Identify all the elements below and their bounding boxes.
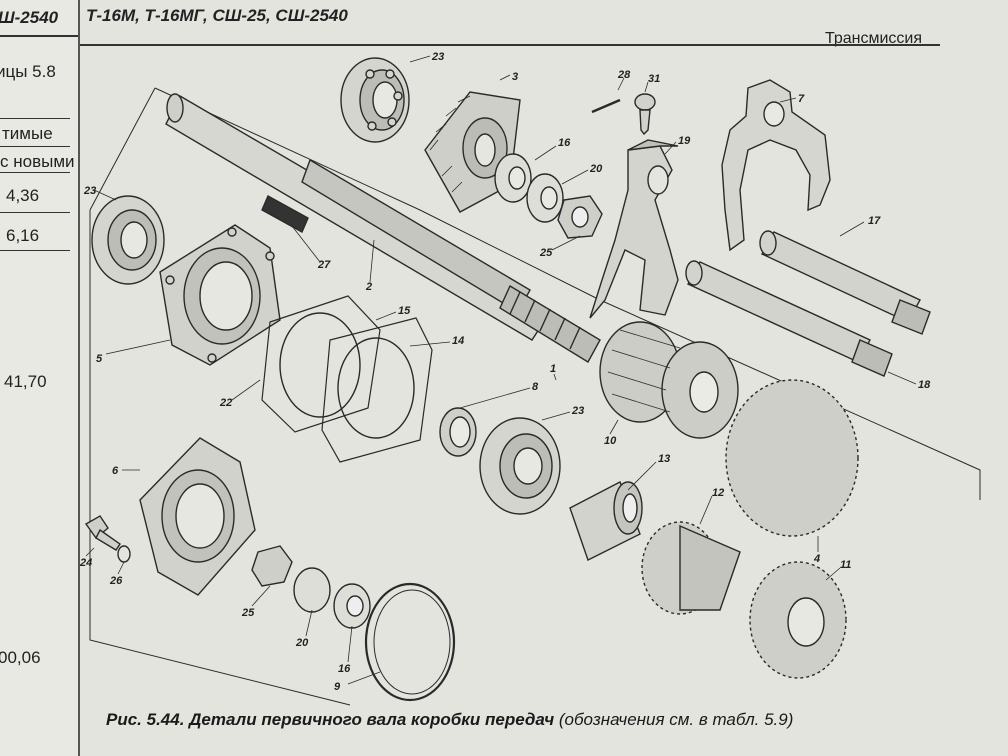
- nut-hole: [571, 206, 589, 228]
- part-label: 27: [317, 259, 331, 271]
- part-labels: 23 3 28 31 7 16 19 20 23 25 27 17 2 15 5…: [80, 51, 931, 693]
- lock-washer-hole: [540, 186, 558, 210]
- part-label: 16: [558, 137, 571, 149]
- part-label: 1: [550, 363, 556, 375]
- page-header-models: Т-16М, Т-16МГ, СШ-25, СШ-2540: [86, 6, 348, 25]
- spacer-sleeve: [569, 481, 643, 561]
- part-label: 24: [80, 557, 92, 569]
- part-label: 31: [648, 73, 660, 85]
- part-label: 13: [658, 453, 670, 465]
- part-label: 10: [604, 435, 617, 447]
- gasket-hole: [279, 312, 361, 418]
- assembly-frame: [89, 210, 351, 706]
- spring-pin: [591, 98, 621, 114]
- gear-medium: [749, 561, 847, 679]
- part-label: 9: [334, 681, 341, 693]
- header-rule: [80, 44, 940, 46]
- left-page-header: Ш-2540: [0, 8, 59, 27]
- left-table-ref: ицы 5.8: [0, 62, 56, 81]
- shift-fork-large: [721, 79, 831, 252]
- left-page: Ш-2540 ицы 5.8 тимые с новыми 4,36 6,16 …: [0, 0, 80, 756]
- gear-large: [725, 379, 859, 537]
- left-value: 6,16: [6, 226, 40, 245]
- bearing: [91, 195, 165, 285]
- left-table-rule: [0, 212, 70, 213]
- end-cover: [139, 437, 256, 596]
- gear-small: [641, 521, 741, 615]
- exploded-view-drawing: 23 3 28 31 7 16 19 20 23 25 27 17 2 15 5…: [80, 51, 981, 706]
- stopper-bolt: [634, 93, 656, 136]
- nut: [251, 545, 293, 587]
- part-label: 26: [109, 575, 123, 587]
- left-col-header-1: тимые: [2, 124, 53, 143]
- shift-fork-small: [589, 139, 679, 319]
- part-label: 23: [431, 51, 444, 63]
- shaft-key: [261, 195, 309, 233]
- part-label: 25: [539, 247, 553, 259]
- left-col-header-2: с новыми: [0, 152, 75, 171]
- part-label: 23: [571, 405, 584, 417]
- part-label: 20: [295, 637, 309, 649]
- part-label: 22: [219, 397, 232, 409]
- left-table-rule: [0, 172, 70, 173]
- part-label: 4: [813, 553, 820, 565]
- left-table-frame: [0, 118, 70, 259]
- caption-reference: (обозначения см. в табл. 5.9): [558, 710, 794, 729]
- part-label: 23: [83, 185, 96, 197]
- part-label: 25: [241, 607, 255, 619]
- o-ring: [373, 589, 451, 695]
- left-header-rule: [0, 35, 78, 37]
- part-label: 19: [678, 135, 691, 147]
- left-table-rule: [0, 250, 70, 251]
- o-ring: [364, 582, 456, 702]
- part-label: 16: [338, 663, 351, 675]
- gasket: [321, 317, 433, 463]
- gasket: [261, 295, 381, 433]
- part-label: 20: [589, 163, 603, 175]
- part-label: 3: [512, 71, 518, 83]
- left-value: 00,06: [0, 648, 41, 667]
- figure-caption: Рис. 5.44. Детали первичного вала коробк…: [106, 710, 793, 730]
- caption-title: Рис. 5.44. Детали первичного вала коробк…: [106, 710, 555, 729]
- spring-washer: [117, 545, 131, 563]
- part-label: 6: [112, 465, 119, 477]
- shift-rod: [759, 230, 931, 335]
- part-label: 18: [918, 379, 931, 391]
- part-label: 8: [532, 381, 539, 393]
- left-value: 4,36: [6, 186, 40, 205]
- shift-rod: [685, 260, 893, 377]
- gear-block: [599, 321, 739, 439]
- part-label: 7: [798, 93, 805, 105]
- part-label: 11: [840, 559, 851, 571]
- washer-hole: [346, 595, 364, 617]
- primary-shaft: [165, 93, 601, 363]
- bearing-housing: [159, 224, 281, 366]
- washer-hole: [508, 166, 526, 190]
- left-table-rule: [0, 146, 70, 147]
- page-header-section: Трансмиссия: [824, 30, 922, 47]
- cover-bolt: [84, 515, 121, 551]
- bearing: [340, 57, 410, 143]
- part-label: 17: [868, 215, 881, 227]
- gasket-hole: [337, 337, 415, 439]
- left-value: 41,70: [4, 372, 47, 391]
- leader-lines: [85, 55, 917, 685]
- part-label: 2: [365, 281, 372, 293]
- part-label: 15: [398, 305, 411, 317]
- right-page: Т-16М, Т-16МГ, СШ-25, СШ-2540 Трансмисси…: [80, 0, 1008, 756]
- part-label: 5: [96, 353, 103, 365]
- part-label: 12: [712, 487, 724, 499]
- lock-washer: [293, 567, 331, 613]
- part-label: 28: [617, 69, 631, 81]
- assembly-frame: [89, 87, 156, 211]
- part-label: 14: [452, 335, 464, 347]
- seal-ring-hole: [449, 416, 471, 448]
- bearing: [479, 417, 561, 515]
